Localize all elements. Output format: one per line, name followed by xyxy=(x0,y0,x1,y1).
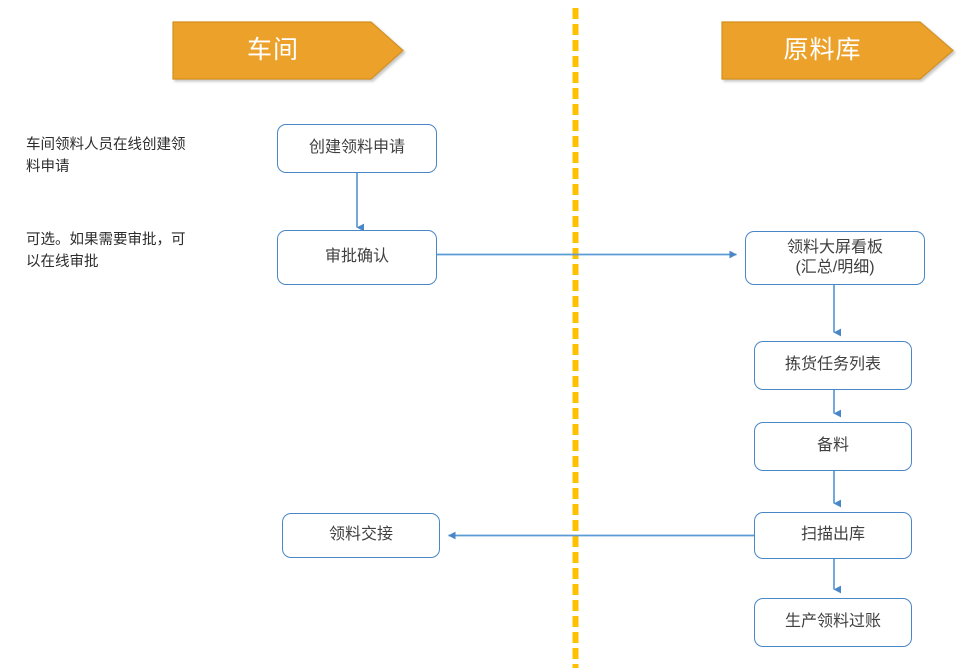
node-handover[interactable]: 领料交接 xyxy=(282,513,440,558)
node-scan-outbound-label: 扫描出库 xyxy=(800,526,865,544)
node-handover-label: 领料交接 xyxy=(328,526,393,544)
node-create-request-label: 创建领料申请 xyxy=(308,139,405,157)
node-pick-task-list-label: 拣货任务列表 xyxy=(784,356,881,374)
lane-banner-warehouse: 原料库 xyxy=(722,22,953,79)
node-create-request[interactable]: 创建领料申请 xyxy=(277,124,437,173)
lane-banner-label-workshop: 车间 xyxy=(246,36,299,64)
node-approval-confirm-label: 审批确认 xyxy=(324,248,389,266)
note-approval: 可选。如果需要审批，可 以在线审批 xyxy=(26,232,186,271)
lane-banner-label-warehouse: 原料库 xyxy=(783,36,862,64)
node-pick-task-list[interactable]: 拣货任务列表 xyxy=(754,341,912,390)
node-prepare-material-label: 备料 xyxy=(816,437,849,455)
node-production-posting-label: 生产领料过账 xyxy=(784,613,881,631)
node-dashboard-label: 领料大屏看板 (汇总/明细) xyxy=(786,238,883,276)
lane-banner-workshop: 车间 xyxy=(173,22,403,79)
node-approval-confirm[interactable]: 审批确认 xyxy=(277,230,437,285)
node-scan-outbound[interactable]: 扫描出库 xyxy=(754,512,912,559)
node-prepare-material[interactable]: 备料 xyxy=(754,422,912,471)
note-create-request: 车间领料人员在线创建领 料申请 xyxy=(26,137,186,176)
node-dashboard[interactable]: 领料大屏看板 (汇总/明细) xyxy=(745,231,925,285)
node-production-posting[interactable]: 生产领料过账 xyxy=(754,598,912,647)
